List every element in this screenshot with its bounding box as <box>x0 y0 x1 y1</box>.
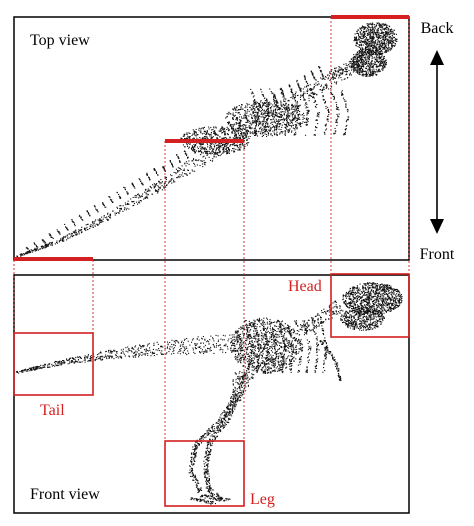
direction-arrow <box>430 50 444 234</box>
back-label: Back <box>421 20 454 37</box>
head-box <box>330 273 410 338</box>
front-label: Front <box>420 246 455 263</box>
tail-label: Tail <box>40 402 65 419</box>
leg-label: Leg <box>250 491 275 508</box>
region-boxes <box>13 273 410 507</box>
leg-box <box>164 440 245 507</box>
arrow-down-head-icon <box>430 219 444 234</box>
tail-box <box>13 332 94 396</box>
projection-guides <box>13 17 410 441</box>
width-bars <box>14 15 409 261</box>
top-view-point-cloud <box>16 22 398 258</box>
top-view-label: Top view <box>30 32 90 49</box>
arrow-up-head-icon <box>430 50 444 65</box>
head-label: Head <box>288 278 322 295</box>
front-view-point-cloud <box>15 282 403 505</box>
front-view-label: Front view <box>30 486 100 503</box>
